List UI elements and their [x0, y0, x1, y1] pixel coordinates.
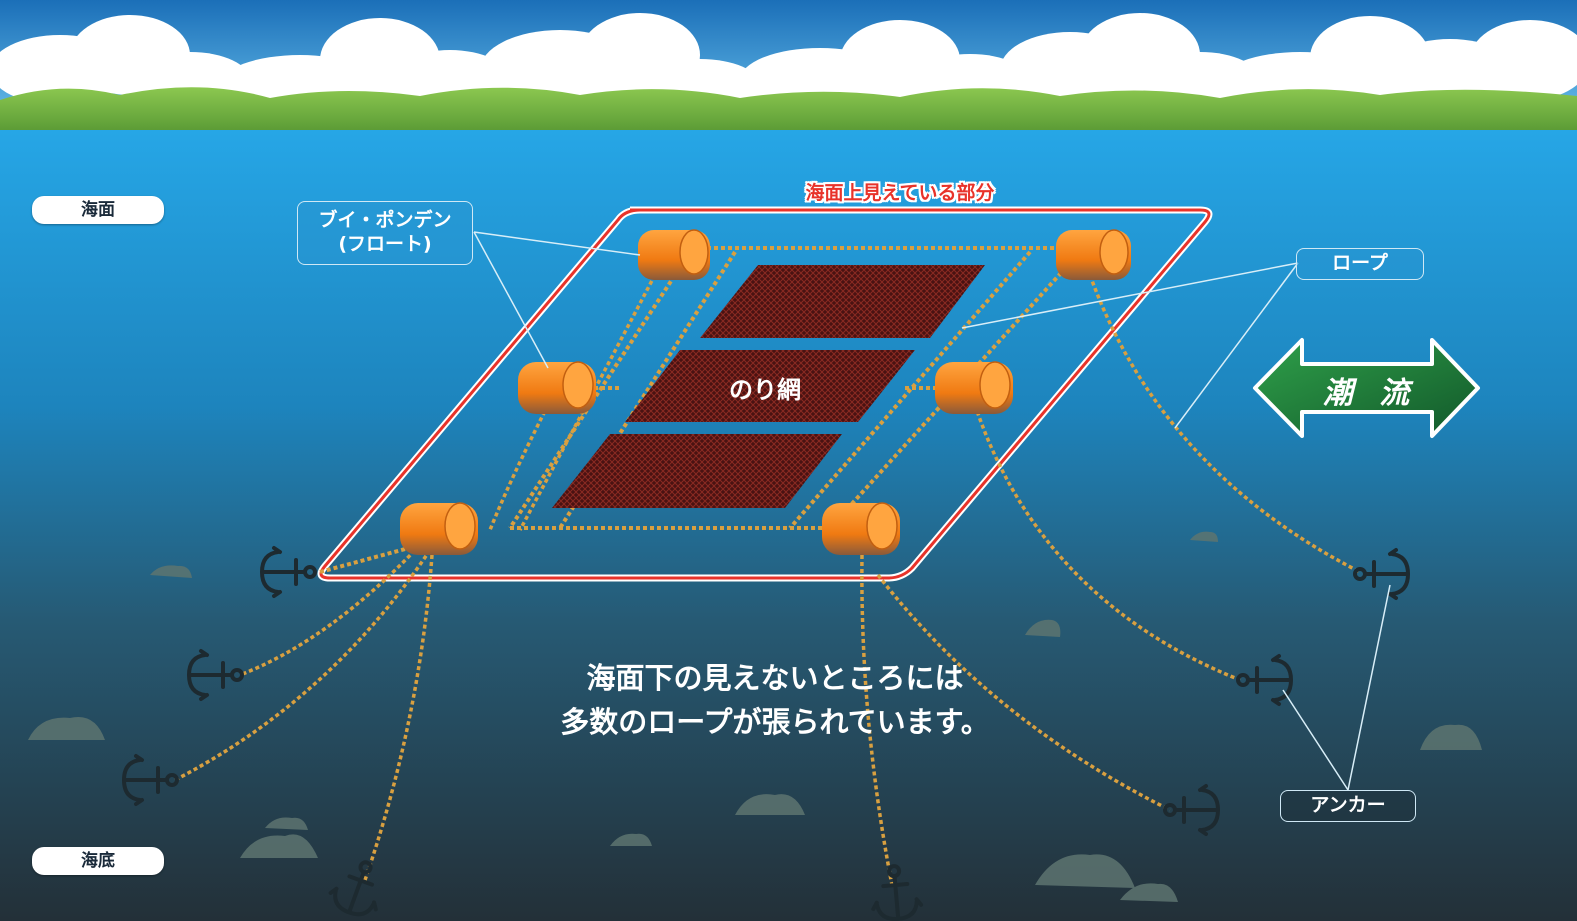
seafloor-rocks: [28, 531, 1482, 902]
surface-ropes: [319, 246, 1082, 574]
anchor-icon: [121, 754, 179, 806]
leader-lines: [473, 231, 1391, 791]
anchors: [121, 546, 1411, 921]
caption-line-1: 海面下の見えないところには: [586, 661, 964, 695]
anchor-icon: [1353, 548, 1411, 600]
buoys: [400, 229, 1131, 555]
buoy-label-line2: (フロート): [338, 233, 432, 255]
sea-floor-label: 海底: [32, 847, 164, 875]
buoy-bottom-left: [400, 502, 478, 555]
buoy-callout: ブイ・ポンデン (フロート): [297, 201, 473, 265]
anchor-label: アンカー: [1280, 790, 1416, 822]
visible-part-label: 海面上見えている部分: [805, 182, 995, 204]
tide-label: 潮 流: [1322, 376, 1418, 411]
caption-line-2: 多数のロープが張られています。: [560, 705, 990, 739]
anchor-icon: [259, 546, 317, 598]
sea-surface-label: 海面: [32, 196, 164, 224]
anchor-icon: [1236, 654, 1294, 706]
explanation-caption: 海面下の見えないところには 多数のロープが張られています。: [430, 656, 1120, 744]
buoy-top-right: [1056, 229, 1131, 280]
buoy-bottom-right: [822, 502, 900, 555]
mooring-ropes: [174, 249, 1361, 886]
buoy-middle-right: [935, 361, 1013, 414]
hills: [0, 87, 1577, 132]
anchor-icon: [186, 649, 244, 701]
buoy-label-line1: ブイ・ポンデン: [318, 209, 452, 231]
tide-arrow-icon: [1253, 338, 1480, 438]
rope-label: ロープ: [1296, 248, 1424, 280]
anchor-icon: [1163, 784, 1221, 836]
anchor-icon: [328, 860, 378, 917]
buoy-middle-left: [518, 361, 596, 414]
buoy-top-left: [638, 229, 710, 280]
nori-net-label: のり網: [729, 376, 801, 404]
nori-nets: [552, 265, 985, 508]
anchor-icon: [871, 864, 924, 921]
